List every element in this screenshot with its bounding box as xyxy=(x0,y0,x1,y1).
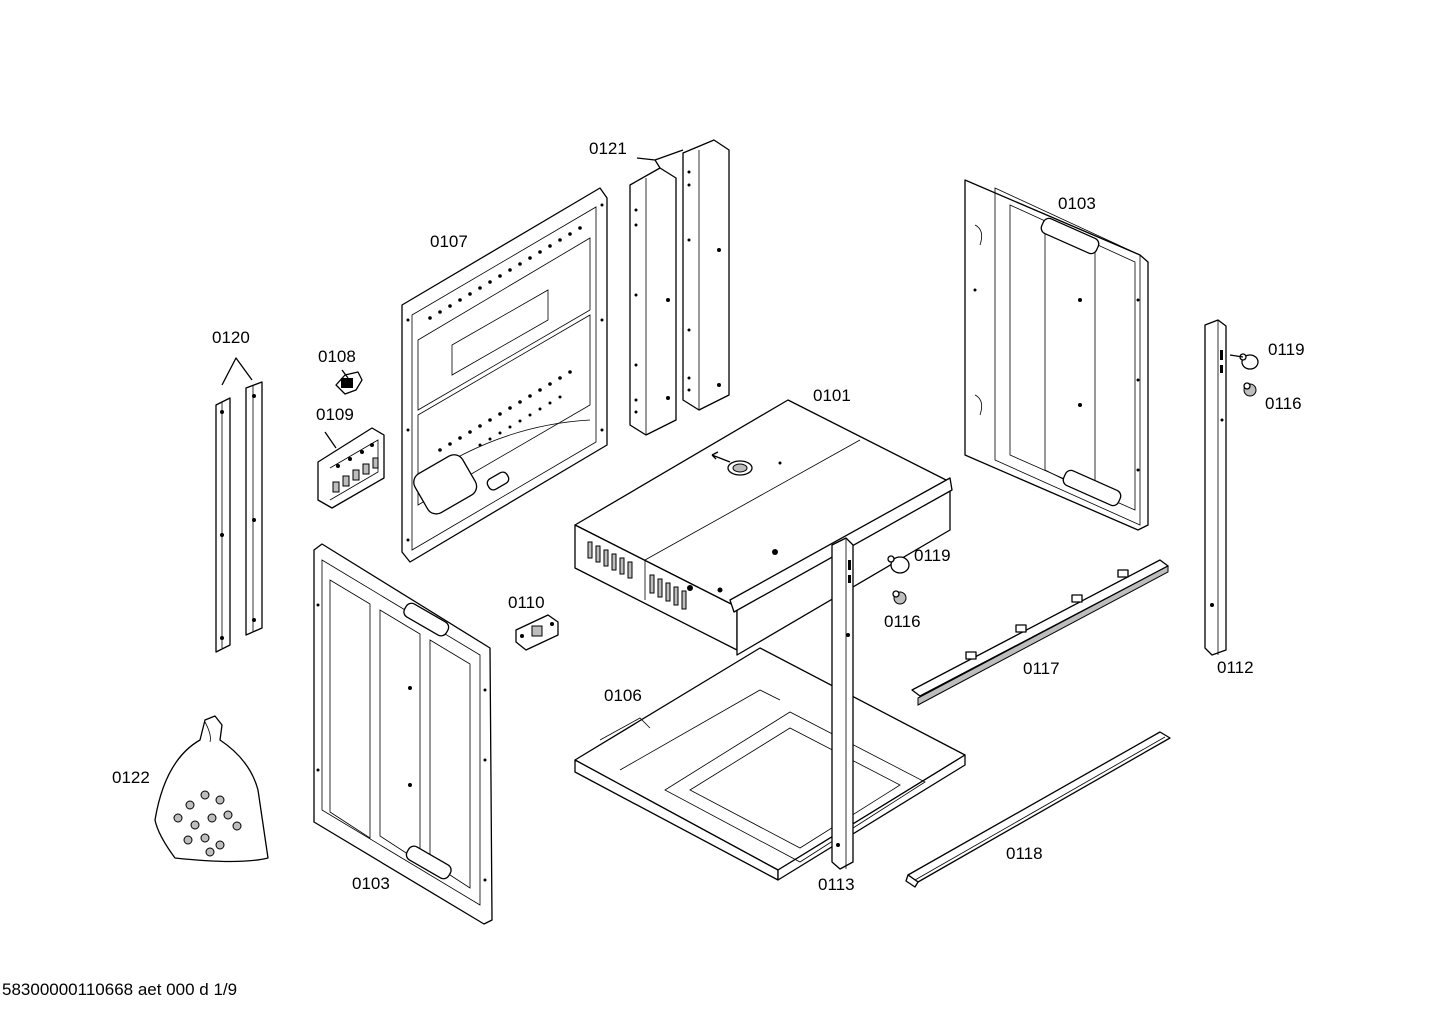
label-0118: 0118 xyxy=(1006,844,1043,863)
label-0122: 0122 xyxy=(112,768,150,787)
label-0103-bottom: 0103 xyxy=(352,874,390,893)
part-0119-knob-mid xyxy=(887,555,910,574)
label-0106: 0106 xyxy=(604,686,642,705)
part-0118-bottom-rail xyxy=(905,731,1171,888)
part-0107-rear-panel xyxy=(401,187,608,563)
label-0116-mid: 0116 xyxy=(884,612,921,631)
label-0112: 0112 xyxy=(1217,658,1254,677)
part-0120-rails xyxy=(215,357,263,653)
part-0119-knob-top xyxy=(1239,353,1259,370)
label-0101: 0101 xyxy=(813,386,851,405)
part-0116-knob-top xyxy=(1243,382,1257,397)
label-0119-mid: 0119 xyxy=(914,546,951,565)
part-0122-screw-bag xyxy=(154,715,269,863)
part-0117-front-rail xyxy=(911,559,1169,706)
label-0103-top: 0103 xyxy=(1058,194,1096,213)
label-0113: 0113 xyxy=(818,875,855,894)
label-0110: 0110 xyxy=(508,593,545,612)
part-0108-clip xyxy=(335,369,363,395)
part-0109-terminal-block xyxy=(317,427,385,509)
label-0117: 0117 xyxy=(1023,659,1060,678)
label-0116-top: 0116 xyxy=(1265,394,1302,413)
part-0106-bottom-tray xyxy=(574,647,966,881)
part-labels: 0121 0107 0103 0120 0108 0109 0101 0119 … xyxy=(112,139,1305,894)
part-0112-rail xyxy=(1204,319,1227,656)
leader-lines xyxy=(1229,354,1244,358)
part-0103-side-panel-left xyxy=(313,543,493,925)
label-0119-top: 0119 xyxy=(1268,340,1305,359)
part-0113-upright xyxy=(831,537,854,870)
part-0110-connector xyxy=(515,614,559,651)
label-0120: 0120 xyxy=(212,328,250,347)
part-0116-knob-mid xyxy=(892,590,907,605)
label-0109: 0109 xyxy=(316,405,354,424)
document-id: 58300000110668 aet 000 d 1/9 xyxy=(2,980,238,999)
part-0121-brackets xyxy=(629,139,730,436)
label-0108: 0108 xyxy=(318,347,356,366)
label-0121: 0121 xyxy=(589,139,627,158)
label-0107: 0107 xyxy=(430,232,468,251)
part-0103-side-panel-right xyxy=(964,179,1149,531)
